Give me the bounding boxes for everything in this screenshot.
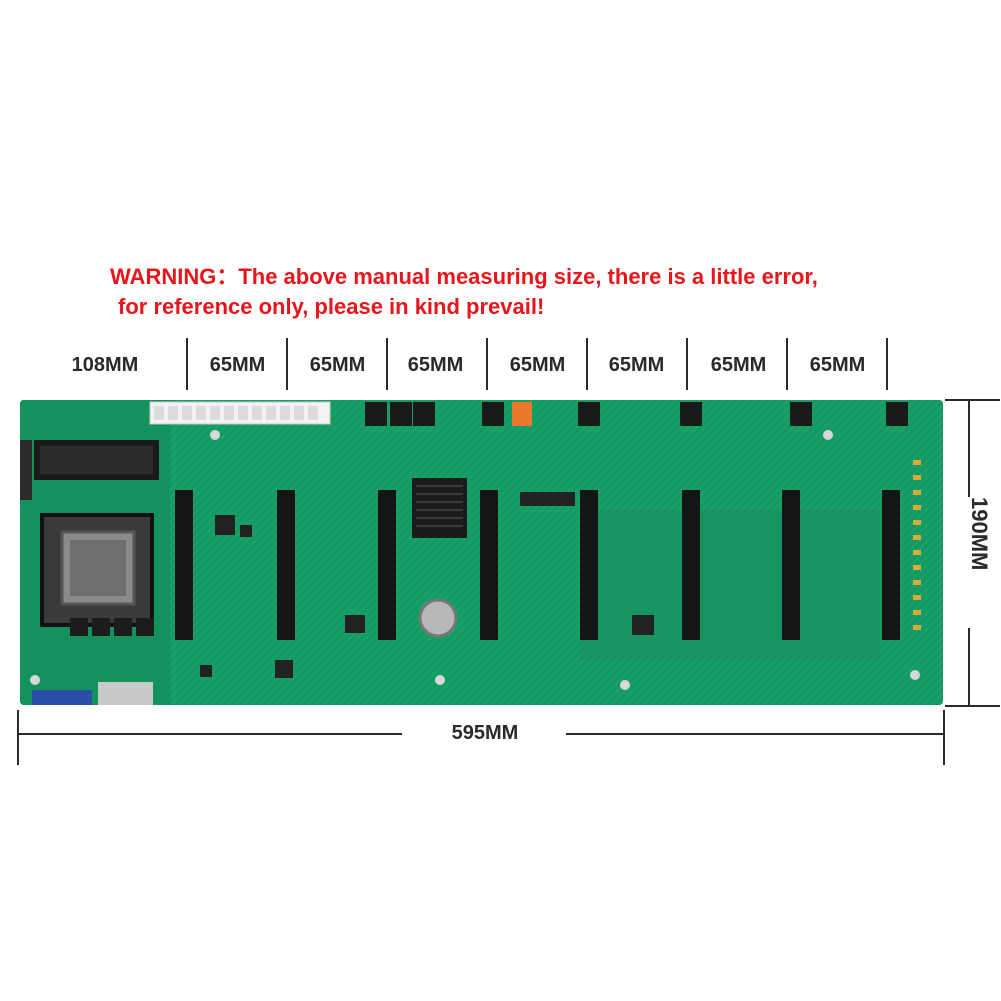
edge-pads xyxy=(913,460,921,630)
segment-label-4: 65MM xyxy=(407,354,464,376)
m2-slot xyxy=(520,492,575,506)
cmos-battery xyxy=(418,598,458,638)
orange-header xyxy=(512,402,532,426)
segment-divider xyxy=(586,338,588,390)
motherboard-image xyxy=(20,400,943,705)
usb-ports xyxy=(98,682,153,705)
segment-divider xyxy=(286,338,288,390)
segment-divider xyxy=(386,338,388,390)
segment-label-5: 65MM xyxy=(509,354,566,376)
width-dimension-end xyxy=(17,710,19,765)
chipset-heatsink xyxy=(412,478,467,538)
segment-divider xyxy=(186,338,188,390)
segment-label-7: 65MM xyxy=(710,354,767,376)
height-label: 190MM xyxy=(967,497,992,571)
segment-divider xyxy=(686,338,688,390)
segment-label-8: 65MM xyxy=(809,354,866,376)
height-dimension-end xyxy=(945,399,1000,401)
side-connector xyxy=(20,440,32,500)
width-dimension-line xyxy=(566,733,945,735)
width-dimension-end xyxy=(943,710,945,765)
vga-port xyxy=(32,690,92,705)
motherboard-drawing xyxy=(20,400,943,705)
width-label: 595MM xyxy=(451,722,519,744)
mounting-holes xyxy=(30,430,920,690)
segment-divider xyxy=(886,338,888,390)
segment-label-2: 65MM xyxy=(209,354,266,376)
height-dimension-line xyxy=(968,399,970,497)
pcie-slots xyxy=(175,490,900,640)
width-dimension-line xyxy=(17,733,402,735)
segment-label-1: 108MM xyxy=(71,354,139,376)
height-dimension-end xyxy=(945,705,1000,707)
pcie-power-headers xyxy=(365,402,908,426)
height-dimension-line xyxy=(968,628,970,707)
segment-divider xyxy=(786,338,788,390)
warning-text: WARNING：The above manual measuring size,… xyxy=(110,262,910,322)
warning-line-1: WARNING：The above manual measuring size,… xyxy=(110,264,818,289)
warning-line-2: for reference only, please in kind preva… xyxy=(118,294,545,319)
segment-label-6: 65MM xyxy=(608,354,665,376)
segment-divider xyxy=(486,338,488,390)
segment-label-3: 65MM xyxy=(309,354,366,376)
vrm-chokes xyxy=(70,618,154,636)
